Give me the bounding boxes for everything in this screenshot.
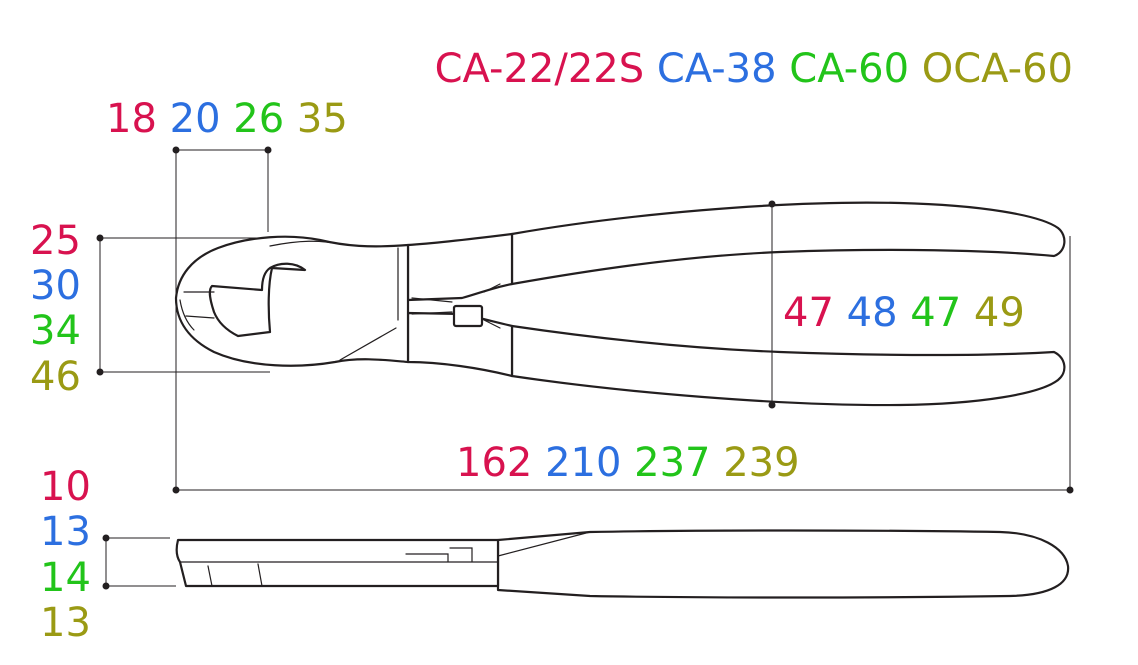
side-handle bbox=[496, 529, 1070, 599]
neck bbox=[406, 232, 514, 302]
dimension-value: 47 bbox=[910, 290, 961, 336]
side-head bbox=[175, 538, 500, 588]
dimension-value: 239 bbox=[723, 440, 799, 486]
head-detail bbox=[269, 240, 399, 361]
dimension-value: 13 bbox=[40, 509, 91, 555]
dimension-value: 25 bbox=[30, 218, 81, 264]
pivot-block bbox=[452, 304, 484, 328]
overall-length-values: 162 210 237 239 bbox=[456, 440, 800, 486]
side-detail bbox=[179, 531, 591, 587]
model-label: CA-38 bbox=[657, 46, 777, 92]
dimension-value: 14 bbox=[40, 555, 91, 601]
pivot-spring bbox=[411, 283, 501, 329]
dimension-value: 46 bbox=[30, 354, 81, 400]
lower-handle bbox=[510, 324, 1066, 407]
handle-width-values: 47 48 47 49 bbox=[783, 290, 1025, 336]
dimension-value: 162 bbox=[456, 440, 532, 486]
tool-top-view bbox=[174, 201, 1066, 407]
jaw-width-values: 18 20 26 35 bbox=[106, 96, 348, 142]
jaw-height-values: 25 30 34 46 bbox=[30, 218, 81, 400]
jaw-blade-line bbox=[179, 291, 215, 331]
dimension-lines bbox=[96, 146, 1074, 590]
model-label: CA-60 bbox=[789, 46, 909, 92]
dimension-value: 35 bbox=[297, 96, 348, 142]
model-label: CA-22/22S bbox=[435, 46, 645, 92]
thickness-values: 10 13 14 13 bbox=[40, 464, 91, 646]
dimension-value: 13 bbox=[40, 600, 91, 646]
dimension-value: 20 bbox=[170, 96, 221, 142]
model-label: OCA-60 bbox=[922, 46, 1073, 92]
jaw-opening bbox=[208, 262, 307, 338]
dimension-value: 26 bbox=[233, 96, 284, 142]
dimension-value: 49 bbox=[974, 290, 1025, 336]
dimension-value: 30 bbox=[30, 263, 81, 309]
model-legend: CA-22/22S CA-38 CA-60 OCA-60 bbox=[435, 46, 1073, 92]
dimension-value: 237 bbox=[634, 440, 710, 486]
dimension-value: 10 bbox=[40, 464, 91, 510]
dimension-value: 18 bbox=[106, 96, 157, 142]
dimension-value: 210 bbox=[545, 440, 621, 486]
dimension-value: 48 bbox=[847, 290, 898, 336]
tool-side-view bbox=[175, 529, 1070, 599]
dimension-value: 47 bbox=[783, 290, 834, 336]
upper-handle bbox=[510, 201, 1066, 286]
dimension-value: 34 bbox=[30, 308, 81, 354]
